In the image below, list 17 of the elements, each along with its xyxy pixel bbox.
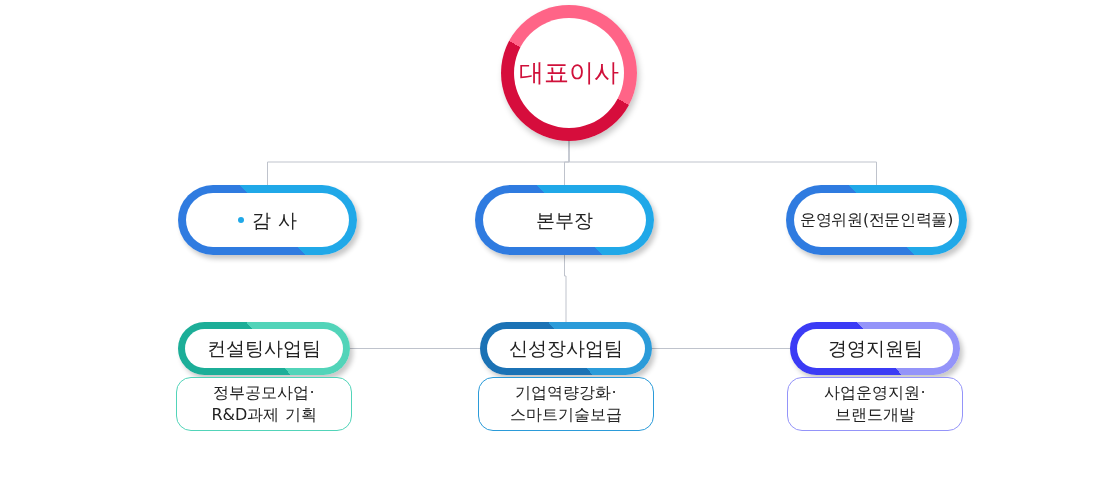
description-text: 기업역량강화· 스마트기술보급	[509, 382, 623, 426]
description-box	[787, 377, 963, 431]
connector-line	[564, 254, 567, 323]
position-title: 감 사	[252, 208, 297, 232]
connector-line	[651, 348, 791, 349]
description-box	[478, 377, 654, 431]
description-box	[176, 377, 352, 431]
description-text: 사업운영지원· 브랜드개발	[823, 382, 927, 426]
position-title: 경영지원팀	[827, 337, 923, 360]
connector-line	[349, 348, 481, 349]
position-title: 신성장사업팀	[509, 337, 623, 360]
position-title: 대표이사	[519, 58, 619, 88]
position-title: 운영위원(전문인력풀)	[800, 210, 953, 230]
position-title: 본부장	[536, 208, 593, 232]
description-text: 정부공모사업· R&D과제 기획	[210, 382, 318, 426]
position-title: 컨설팅사업팀	[207, 337, 321, 360]
connector-line	[568, 140, 877, 186]
